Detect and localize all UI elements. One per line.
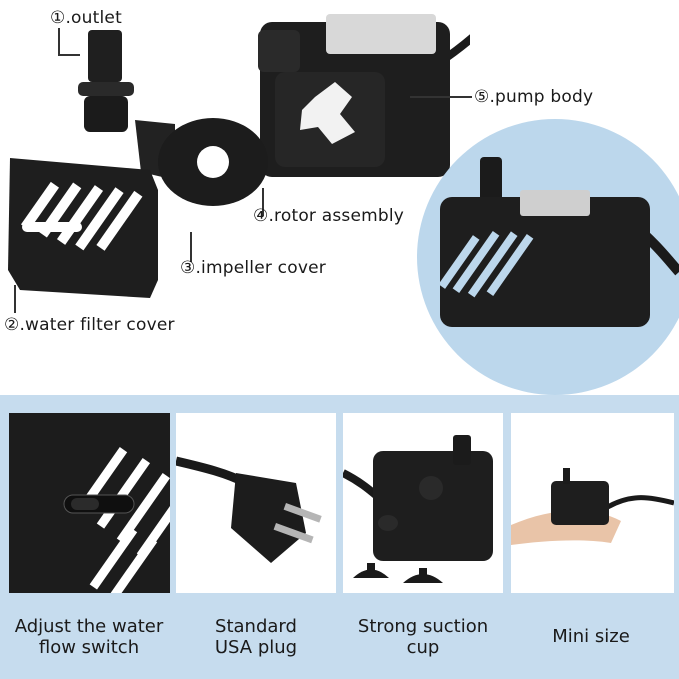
flow-switch-panel [9, 413, 170, 593]
rotor-assembly-label: ④.rotor assembly [253, 206, 405, 226]
outlet-part [78, 30, 134, 132]
suction-cup-image [343, 435, 493, 583]
impeller-cover-part [135, 118, 268, 206]
usa-plug-image [176, 456, 322, 563]
outlet-callout-line [58, 28, 60, 56]
outlet-label: ①.outlet [50, 8, 122, 28]
pump-body-callout-line [410, 96, 472, 98]
flow-switch-caption: Adjust the water flow switch [9, 616, 169, 658]
filter-callout-line [14, 285, 16, 313]
usa-plug-caption-line-1: Standard [215, 616, 297, 637]
suction-cup-caption: Strong suction cup [343, 616, 503, 658]
usa-plug-panel [176, 413, 336, 593]
assembled-pump-circle [417, 119, 679, 395]
flow-switch-image [9, 413, 170, 593]
outlet-callout-line-h [58, 54, 80, 56]
impeller-cover-label: ③.impeller cover [180, 258, 326, 278]
rotor-callout-line [262, 188, 264, 216]
pump-body-label: ⑤.pump body [474, 87, 594, 107]
usa-plug-caption-line-2: USA plug [214, 637, 298, 658]
mini-size-panel [511, 413, 674, 593]
suction-cup-panel [343, 413, 503, 593]
mini-size-image [511, 468, 674, 545]
water-filter-cover-part [8, 158, 158, 298]
suction-cup-caption-line-2: cup [406, 637, 440, 658]
flow-switch-caption-line-2: flow switch [38, 637, 140, 658]
exploded-diagram-area: ①.outlet ⑤.pump body ④.rotor assembly ③.… [4, 8, 679, 395]
usa-plug-caption: Standard USA plug [176, 616, 336, 658]
flow-switch-caption-line-1: Adjust the water [14, 616, 164, 637]
mini-size-caption: Mini size [511, 626, 671, 647]
impeller-callout-line [190, 232, 192, 262]
pump-body-part [258, 14, 470, 177]
suction-cup-caption-line-1: Strong suction [357, 616, 489, 637]
water-filter-cover-label: ②.water filter cover [4, 315, 175, 335]
mini-size-caption-line-1: Mini size [552, 626, 630, 647]
